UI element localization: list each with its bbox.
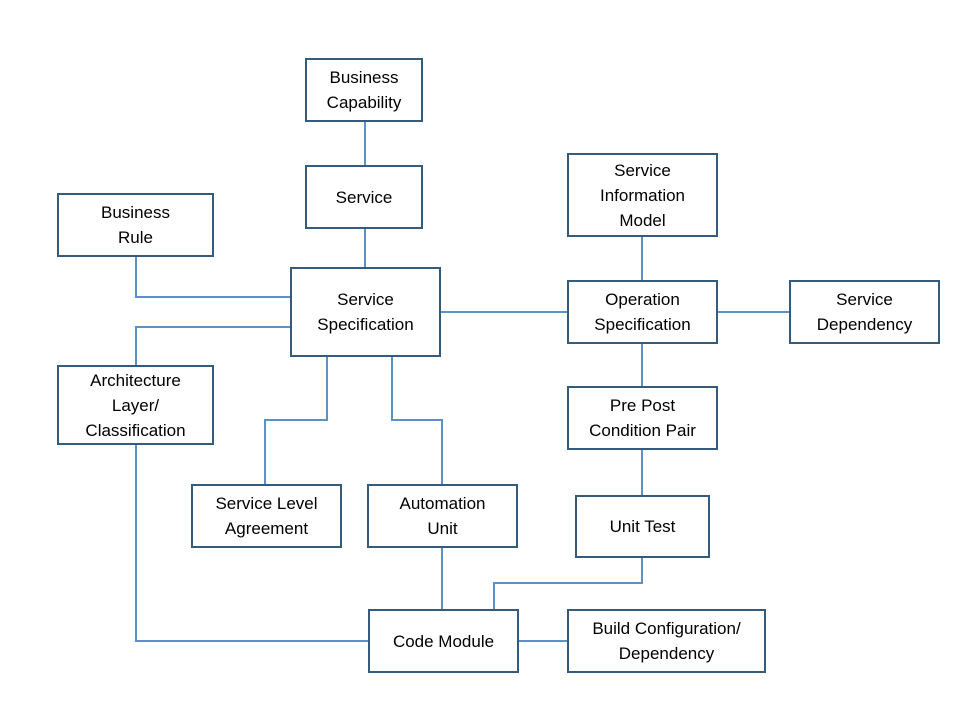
node-automation-unit: Automation Unit [367,484,518,548]
node-label: Unit Test [609,517,676,536]
edge-service-specification-automation-unit [391,357,443,484]
node-pre-post-condition-pair: Pre Post Condition Pair [567,386,718,450]
node-label: Automation Unit [399,494,486,538]
edge-architecture-layer-service-specification [135,326,290,365]
node-build-configuration: Build Configuration/ Dependency [567,609,766,673]
node-service-level-agreement: Service Level Agreement [191,484,342,548]
node-label: Service Information Model [599,160,686,230]
node-label: Service [335,187,393,207]
node-label: Business Rule [101,203,170,247]
node-service-dependency: Service Dependency [789,280,940,344]
node-label: Service Dependency [816,290,913,334]
node-unit-test: Unit Test [575,495,710,558]
edge-business-rule-service-specification [135,257,290,298]
node-label: Code Module [392,631,495,651]
node-label: Architecture Layer/ Classification [85,370,186,440]
node-label: Build Configuration/ Dependency [592,619,741,663]
edge-architecture-layer-code-module [135,445,368,642]
node-business-rule: Business Rule [57,193,214,257]
node-label: Operation Specification [594,290,691,334]
node-architecture-layer: Architecture Layer/ Classification [57,365,214,445]
node-code-module: Code Module [368,609,519,673]
node-label: Service Level Agreement [215,494,318,538]
edge-service-specification-service-level-agreement [264,357,328,484]
node-label: Business Capability [326,68,402,112]
node-service-information-model: Service Information Model [567,153,718,237]
node-label: Service Specification [317,290,414,334]
edge-unit-test-code-module [493,558,643,609]
node-service-specification: Service Specification [290,267,441,357]
node-business-capability: Business Capability [305,58,423,122]
node-label: Pre Post Condition Pair [589,396,696,440]
node-operation-specification: Operation Specification [567,280,718,344]
node-service: Service [305,165,423,229]
